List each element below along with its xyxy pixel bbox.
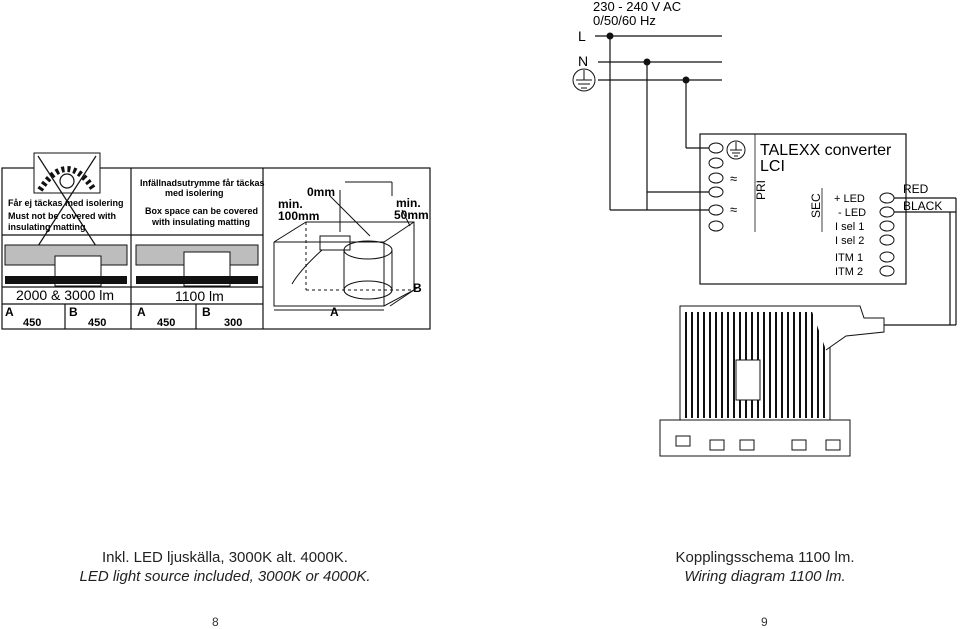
row1-a-label: A [5, 305, 14, 319]
converter-title: TALEXX converter [760, 142, 892, 159]
row2-a-label: A [137, 305, 146, 319]
clearance-side-min: min. [396, 196, 421, 210]
row1-b-label: B [69, 305, 78, 319]
page-number-left: 8 [212, 615, 219, 629]
terminal-plus-led: + LED [834, 193, 865, 205]
insulation-forbidden-illustration [33, 152, 101, 247]
row2-b-value: 300 [224, 317, 242, 329]
earth-icon [572, 68, 596, 92]
page-number-right: 9 [761, 615, 768, 629]
line-label: L [578, 28, 586, 44]
right-caption: Kopplingsschema 1100 lm. Wiring diagram … [640, 548, 890, 586]
dimension-b: B [413, 281, 422, 295]
panel2-english-1: Box space can be covered [145, 206, 258, 216]
wire-black-label: BLACK [903, 199, 942, 213]
sec-label: SEC [809, 193, 823, 218]
panel1-english-1: Must not be covered with [8, 211, 116, 221]
clearance-zero: 0mm [307, 185, 335, 199]
converter-box [699, 133, 907, 285]
row2-a-value: 450 [157, 317, 175, 329]
neutral-label: N [578, 53, 588, 69]
clearance-side-value: 50mm [394, 208, 429, 222]
pri-label: PRI [754, 180, 768, 200]
luminaire-illustration [659, 305, 885, 457]
terminal-minus-led: - LED [838, 207, 866, 219]
panel1-english-2: insulating matting [8, 222, 86, 232]
panel2-swedish-1: Infällnadsutrymme får täckas [140, 178, 265, 188]
panel2-english-2: with insulating matting [151, 217, 250, 227]
terminal-isel-1: I sel 1 [835, 221, 864, 233]
clearance-top-value: 100mm [278, 209, 319, 223]
tilde-symbol-bottom: ≈ [730, 202, 737, 217]
secondary-terminals [879, 192, 895, 277]
installation-diagram [1, 167, 431, 330]
supply-lines [595, 35, 722, 211]
ceiling-section-2 [135, 244, 259, 287]
junction-dot [606, 32, 614, 40]
converter-earth-icon [726, 140, 746, 160]
left-caption-english: LED light source included, 3000K or 4000… [79, 568, 371, 585]
terminal-itm-1: ITM 1 [835, 252, 863, 264]
primary-terminals [708, 142, 724, 232]
supply-voltage: 230 - 240 V AC [593, 0, 681, 14]
wire-red-label: RED [903, 182, 929, 196]
converter-subtitle: LCI [760, 158, 785, 175]
output-wires [884, 197, 957, 326]
lumen-1100: 1100 lm [175, 288, 224, 304]
panel2-swedish-2: med isolering [165, 188, 224, 198]
terminal-itm-2: ITM 2 [835, 266, 863, 278]
lumen-2000-3000: 2000 & 3000 lm [16, 287, 114, 303]
installation-box-sketch [273, 181, 421, 311]
row2-b-label: B [202, 305, 211, 319]
row1-a-value: 450 [23, 317, 41, 329]
right-caption-swedish: Kopplingsschema 1100 lm. [675, 549, 855, 566]
dimension-a: A [330, 305, 339, 319]
tilde-symbol-top: ≈ [730, 171, 737, 186]
supply-frequency: 0/50/60 Hz [593, 13, 656, 28]
row1-b-value: 450 [88, 317, 106, 329]
terminal-isel-2: I sel 2 [835, 235, 864, 247]
lamp-icon [59, 173, 75, 189]
panel1-swedish: Får ej täckas med isolering [8, 198, 124, 208]
clearance-top-min: min. [278, 197, 303, 211]
left-caption-swedish: Inkl. LED ljuskälla, 3000K alt. 4000K. [102, 549, 348, 566]
junction-dot [643, 58, 651, 66]
ceiling-section-1 [4, 244, 128, 287]
installation-frame [1, 167, 431, 330]
right-caption-english: Wiring diagram 1100 lm. [684, 568, 846, 585]
junction-dot [682, 76, 690, 84]
left-caption: Inkl. LED ljuskälla, 3000K alt. 4000K. L… [60, 548, 390, 586]
